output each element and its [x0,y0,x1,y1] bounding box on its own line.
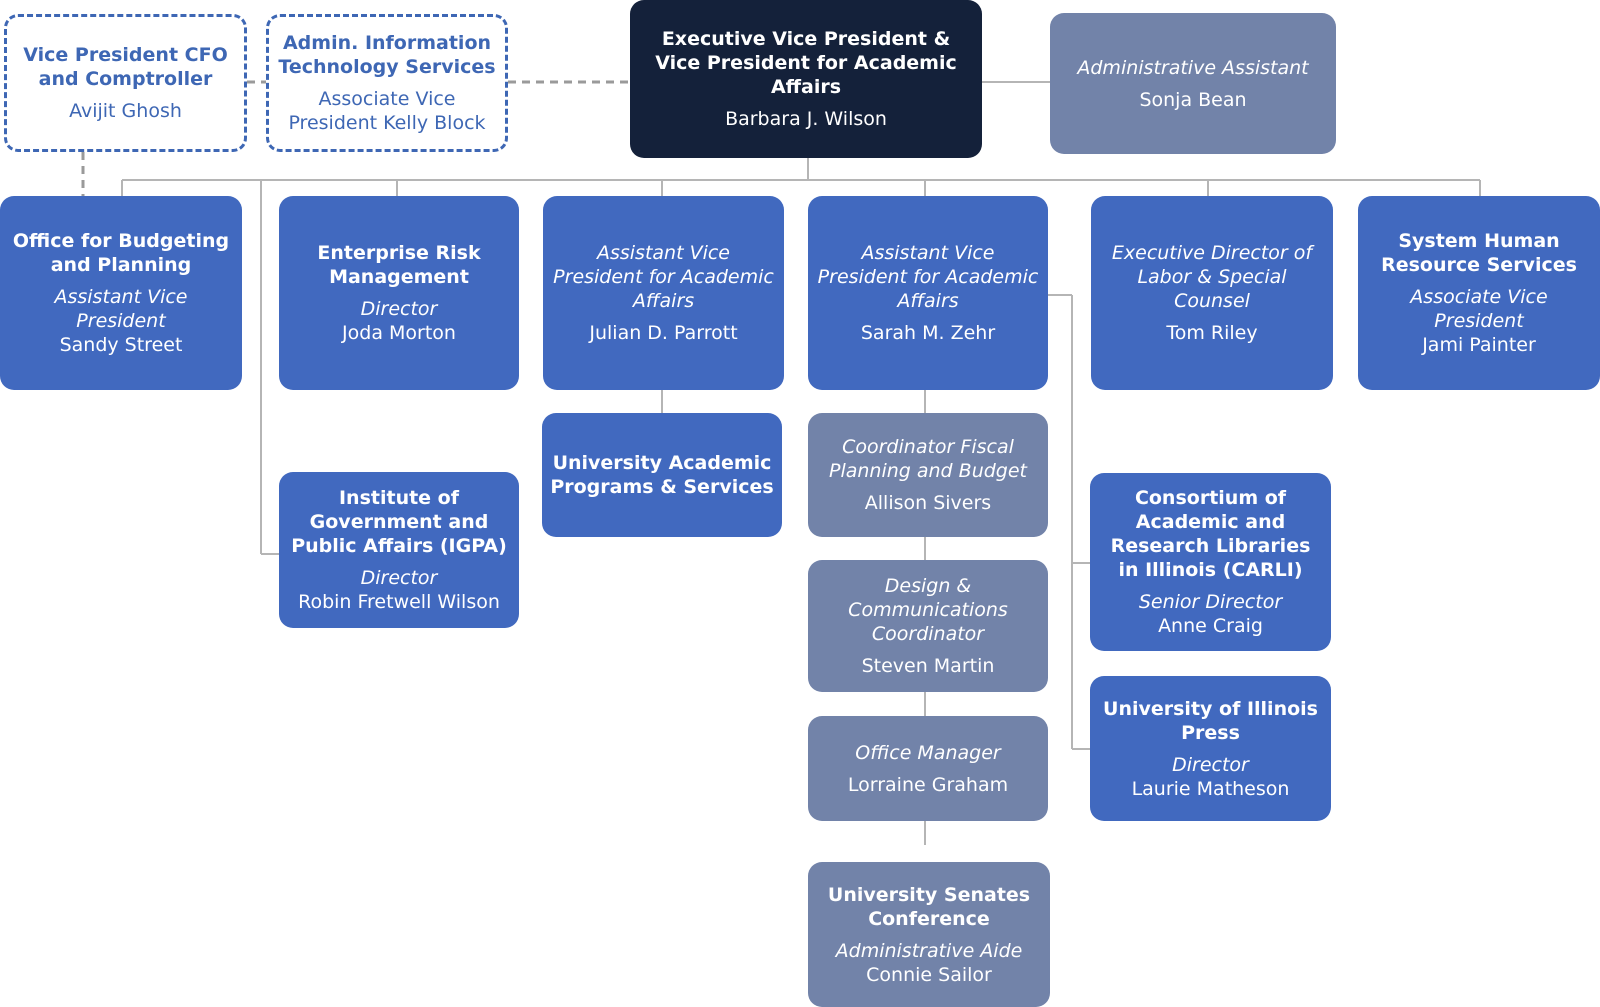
admin-assistant-box: Administrative Assistant Sonja Bean [1050,13,1336,154]
igpa-name: Robin Fretwell Wilson [298,591,500,613]
avp-zehr-name: Sarah M. Zehr [860,322,996,344]
budgeting-box: Office for Budgeting and Planning Assist… [0,196,242,390]
fiscal-name: Allison Sivers [864,492,992,514]
budgeting-name: Sandy Street [59,334,183,356]
press-box: University of Illinois Press Director La… [1090,676,1331,821]
avp-parrott-box: Assistant Vice President for Academic Af… [543,196,784,390]
office-manager-box: Office Manager Lorraine Graham [808,716,1048,821]
executive-title: Executive Vice President & Vice Presiden… [655,28,957,98]
avp-zehr-role: Assistant Vice President for Academic Af… [817,242,1039,312]
aits-name: Associate Vice President Kelly Block [288,88,486,134]
hr-title: System Human Resource Services [1381,230,1577,276]
risk-role: Director [360,298,438,320]
carli-title: Consortium of Academic and Research Libr… [1110,487,1311,581]
senates-role: Administrative Aide [835,939,1023,962]
design-box: Design & Communications Coordinator Stev… [808,560,1048,692]
budgeting-title: Office for Budgeting and Planning [12,230,230,276]
fiscal-box: Coordinator Fiscal Planning and Budget A… [808,413,1048,537]
office-manager-name: Lorraine Graham [847,773,1009,796]
cfo-title: Vice President CFO and Comptroller [23,44,228,90]
uaps-title: University Academic Programs & Services [550,452,774,498]
admin-assistant-role: Administrative Assistant [1077,56,1309,79]
press-name: Laurie Matheson [1131,777,1290,800]
avp-zehr-box: Assistant Vice President for Academic Af… [808,196,1048,390]
igpa-role: Director [360,567,438,589]
executive-name: Barbara J. Wilson [725,108,887,130]
risk-box: Enterprise Risk Management Director Joda… [279,196,519,390]
admin-assistant-name: Sonja Bean [1139,88,1247,111]
labor-box: Executive Director of Labor & Special Co… [1091,196,1333,390]
risk-name: Joda Morton [342,322,456,344]
fiscal-role: Coordinator Fiscal Planning and Budget [828,436,1027,482]
aits-box: Admin. Information Technology Services A… [266,14,508,152]
aits-title: Admin. Information Technology Services [278,32,496,78]
carli-box: Consortium of Academic and Research Libr… [1090,473,1331,651]
budgeting-role: Assistant Vice President [54,286,188,332]
executive-box: Executive Vice President & Vice Presiden… [630,0,982,158]
avp-parrott-role: Assistant Vice President for Academic Af… [553,242,774,312]
press-title: University of Illinois Press [1103,697,1318,744]
cfo-box: Vice President CFO and Comptroller Aviji… [4,14,247,152]
senates-name: Connie Sailor [866,963,992,986]
risk-title: Enterprise Risk Management [317,242,481,288]
design-name: Steven Martin [861,655,995,677]
hr-name: Jami Painter [1422,334,1536,356]
labor-role: Executive Director of Labor & Special Co… [1111,242,1313,312]
senates-title: University Senates Conference [827,883,1031,930]
uaps-box: University Academic Programs & Services [542,413,782,537]
hr-box: System Human Resource Services Associate… [1358,196,1600,390]
igpa-box: Institute of Government and Public Affai… [279,472,519,628]
senates-box: University Senates Conference Administra… [808,862,1050,1007]
hr-role: Associate Vice President [1410,286,1548,332]
office-manager-role: Office Manager [855,741,1001,764]
carli-role: Senior Director [1138,591,1283,613]
cfo-name: Avijit Ghosh [69,100,182,122]
labor-name: Tom Riley [1166,322,1258,344]
avp-parrott-name: Julian D. Parrott [589,322,738,344]
design-role: Design & Communications Coordinator [848,575,1008,645]
igpa-title: Institute of Government and Public Affai… [291,487,507,557]
carli-name: Anne Craig [1158,615,1263,637]
press-role: Director [1172,753,1249,776]
